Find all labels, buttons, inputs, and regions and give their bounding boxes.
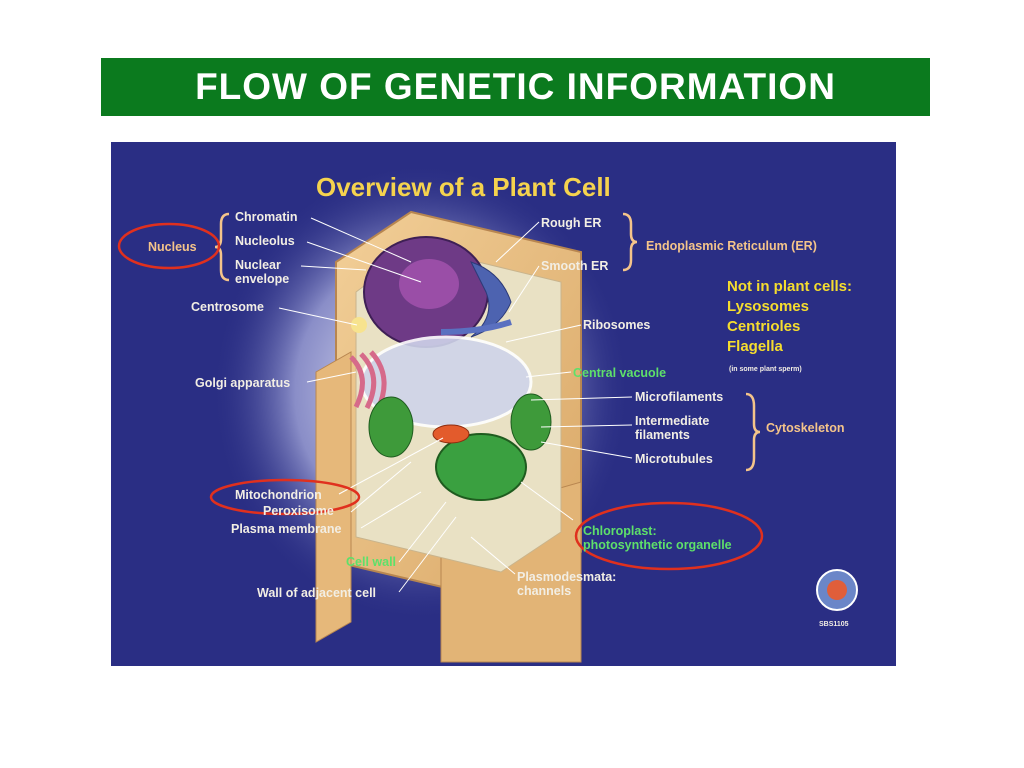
- chloroplast-shape-2: [435, 433, 527, 501]
- label-microfilaments: Microfilaments: [635, 390, 724, 404]
- label-intermediate-1: Intermediate: [635, 414, 710, 428]
- label-mitochondrion: Mitochondrion: [235, 488, 322, 502]
- label-chloroplast-1: Chloroplast:: [583, 524, 657, 538]
- label-rough-er: Rough ER: [541, 216, 602, 230]
- label-cell-wall: Cell wall: [346, 555, 397, 569]
- label-central-vacuole: Central vacuole: [573, 366, 667, 380]
- label-plasmodesmata-2: channels: [517, 584, 572, 598]
- label-nucleus: Nucleus: [148, 240, 197, 254]
- chloroplast-highlight: [574, 501, 764, 571]
- nucleus-brace: [214, 212, 230, 282]
- label-golgi: Golgi apparatus: [195, 376, 291, 390]
- mitochondrion-highlight: [209, 478, 361, 516]
- cytoskeleton-brace: [745, 392, 761, 472]
- label-smooth-er: Smooth ER: [541, 259, 609, 273]
- chloroplast-shape-3: [510, 393, 552, 451]
- label-nuclear-envelope-1: Nuclear: [235, 258, 281, 272]
- chloroplast-shape-1: [368, 396, 414, 458]
- nucleolus-shape: [399, 259, 459, 309]
- label-intermediate-2: filaments: [635, 428, 690, 442]
- label-plasma-membrane: Plasma membrane: [231, 522, 342, 536]
- adjacent-wall-left: [315, 351, 352, 643]
- label-plasmodesmata-1: Plasmodesmata:: [517, 570, 617, 584]
- leader-lines: [278, 217, 633, 593]
- figure-heading: Overview of a Plant Cell: [316, 172, 611, 202]
- label-lysosomes: Lysosomes: [727, 298, 809, 315]
- er-brace: [622, 212, 638, 272]
- slide-title: FLOW OF GENETIC INFORMATION: [101, 58, 930, 116]
- label-nucleolus: Nucleolus: [235, 234, 295, 248]
- highlight-circles: [117, 222, 764, 571]
- label-centrosome: Centrosome: [191, 300, 264, 314]
- label-centrioles: Centrioles: [727, 318, 801, 335]
- centrosome-shape: [351, 317, 367, 333]
- label-cytoskeleton: Cytoskeleton: [766, 421, 845, 435]
- plant-cell-illustration: [117, 162, 858, 663]
- figure-code: SBS1105: [819, 621, 849, 628]
- emblem-center-icon: [827, 580, 847, 600]
- label-chloroplast-2: photosynthetic organelle: [583, 538, 732, 552]
- plant-cell-figure: Overview of a Plant Cell Nucleus Chromat…: [111, 142, 896, 666]
- label-microtubules: Microtubules: [635, 452, 713, 466]
- label-nuclear-envelope-2: envelope: [235, 272, 290, 286]
- label-peroxisome: Peroxisome: [263, 504, 334, 518]
- smooth-er-shape: [440, 319, 512, 335]
- label-flagella: Flagella: [727, 338, 783, 355]
- label-er-group: Endoplasmic Reticulum (ER): [646, 239, 817, 253]
- label-wall-adjacent: Wall of adjacent cell: [257, 586, 377, 600]
- label-chromatin: Chromatin: [235, 210, 298, 224]
- label-not-in-plant-cells: Not in plant cells:: [727, 278, 853, 295]
- label-plant-sperm-note: (in some plant sperm): [729, 366, 802, 373]
- label-ribosomes: Ribosomes: [583, 318, 651, 332]
- nucleus-highlight: [117, 222, 221, 270]
